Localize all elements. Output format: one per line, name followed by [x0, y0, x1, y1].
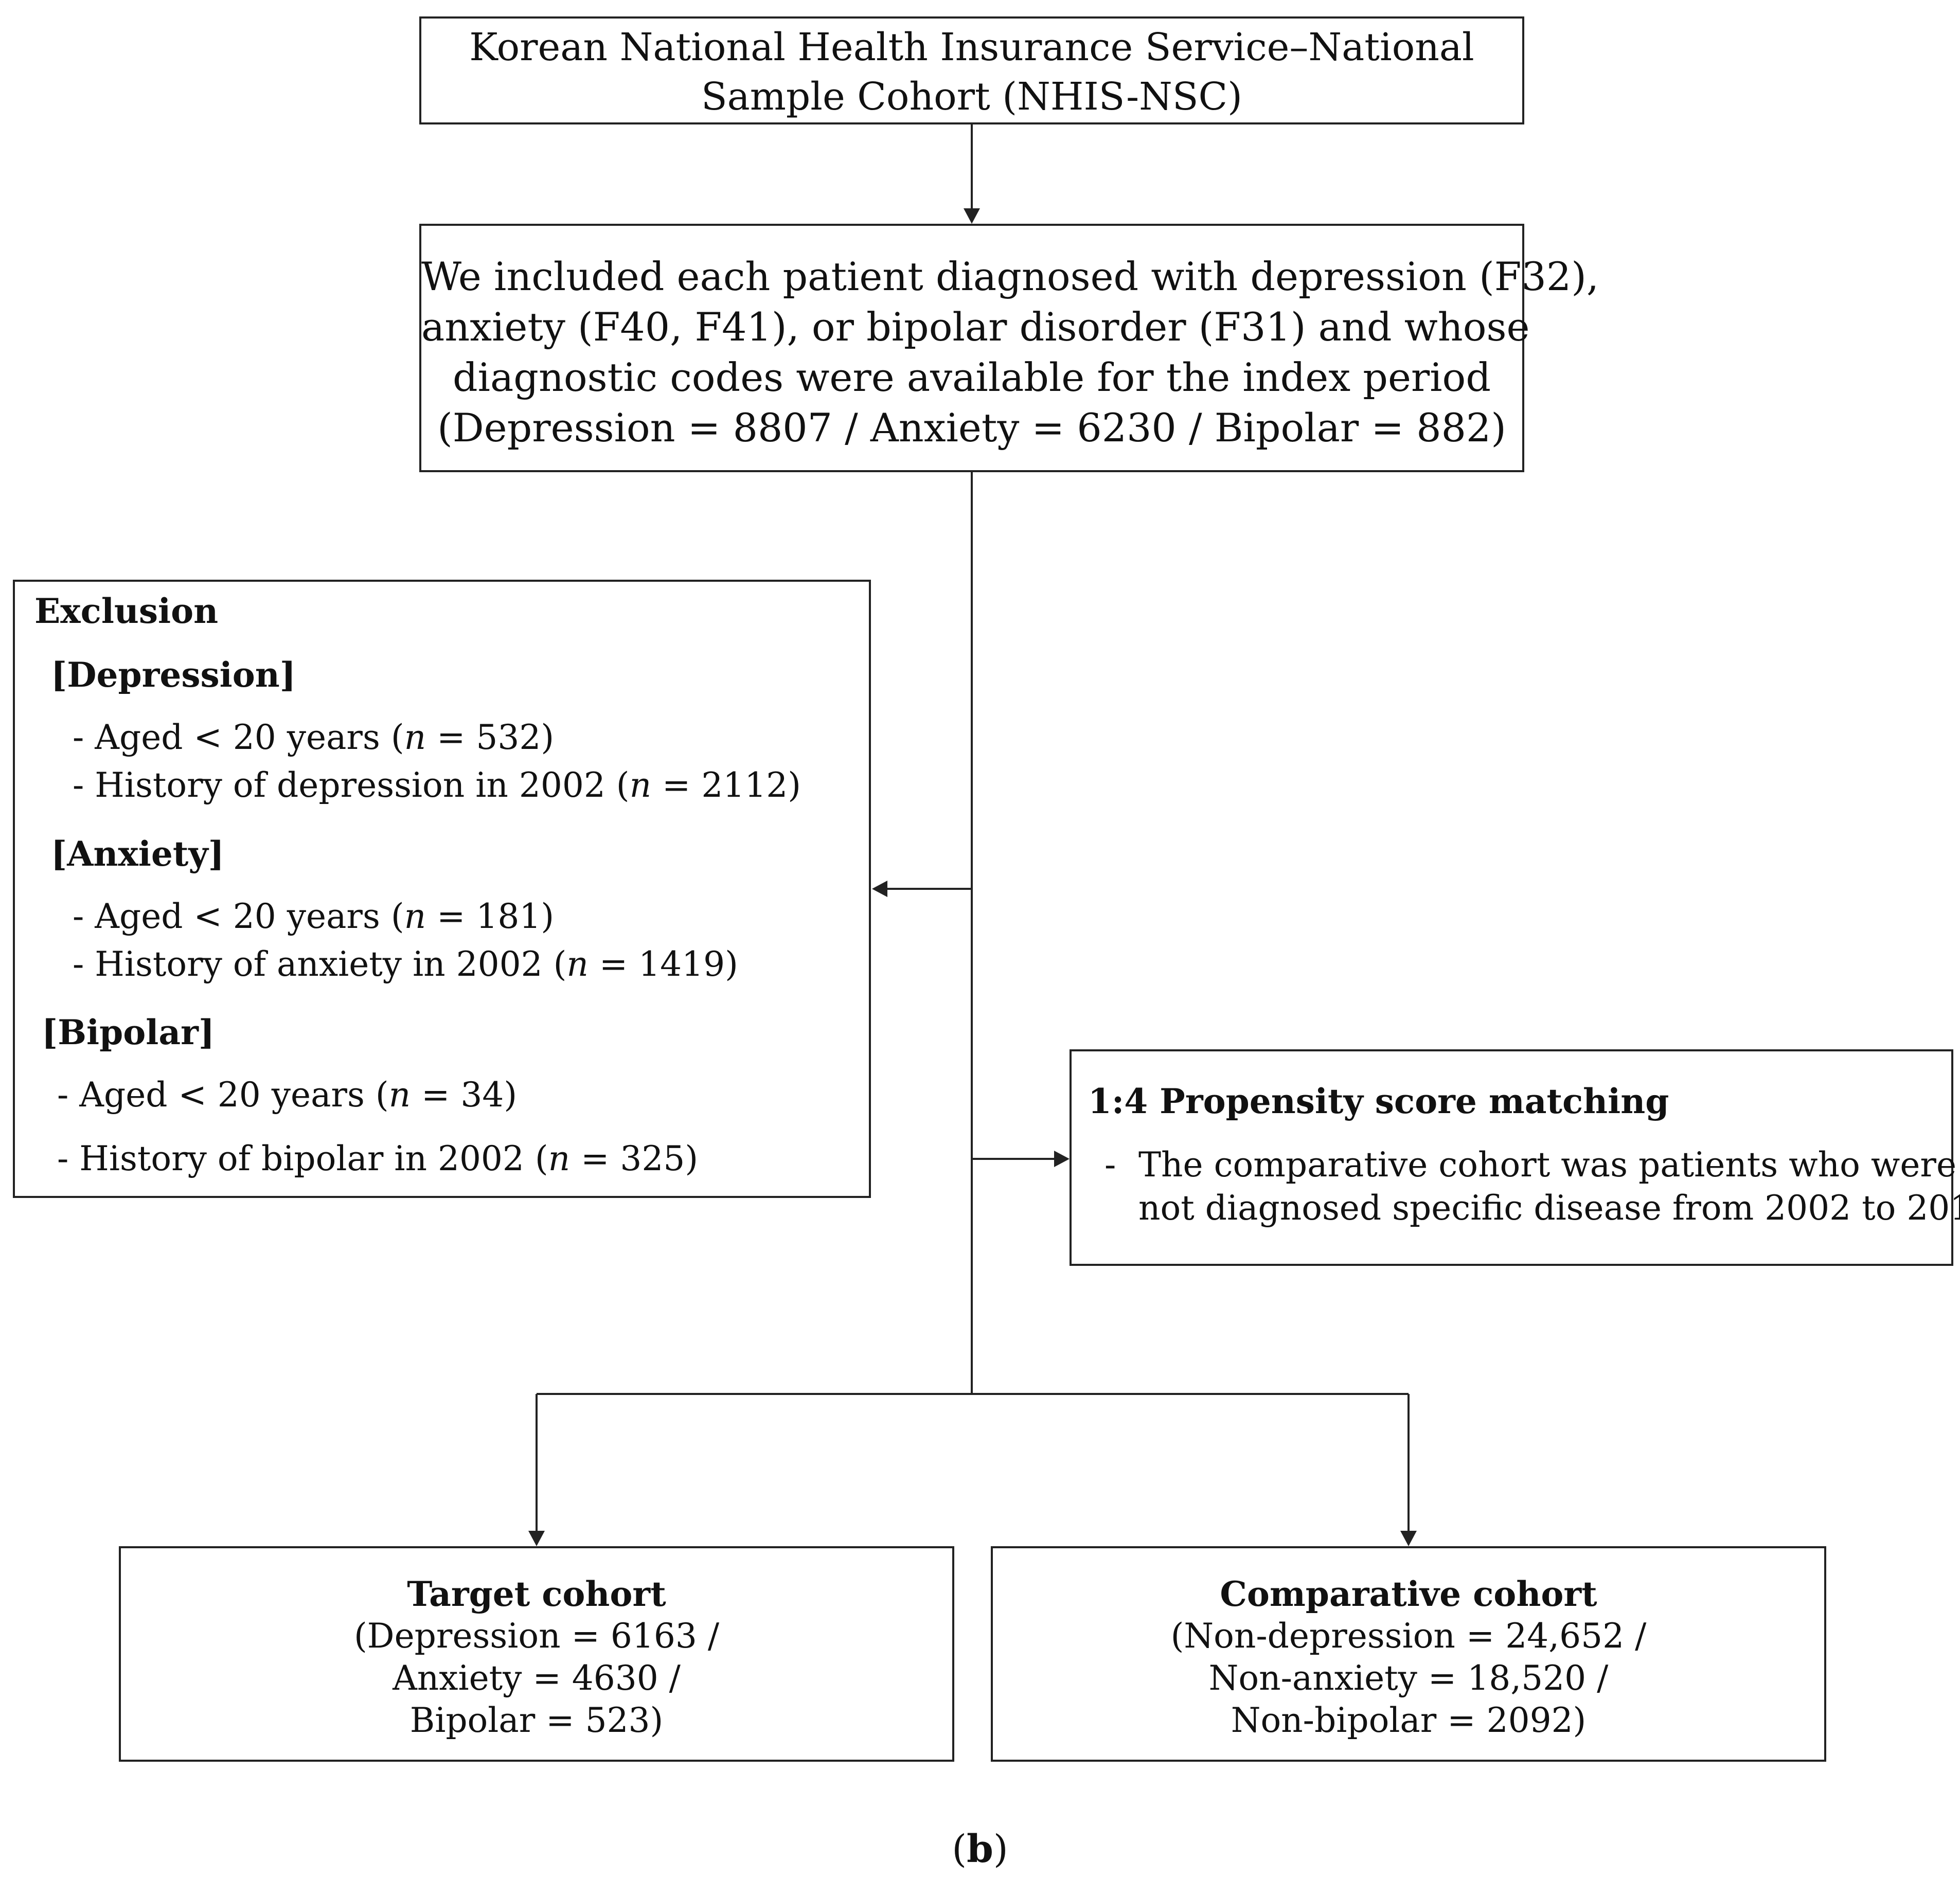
target-cohort-box: Target cohort (Depression = 6163 / Anxie…: [119, 1546, 954, 1762]
exclusion-bipolar-header: [Bipolar]: [42, 1012, 215, 1052]
panel-label: (b): [952, 1827, 1008, 1871]
inclusion-line-3: diagnostic codes were available for the …: [453, 354, 1491, 400]
inclusion-line-1: We included each patient diagnosed with …: [421, 254, 1599, 299]
exclusion-item: - Aged < 20 years (n = 181): [73, 897, 555, 936]
exclusion-item: - History of bipolar in 2002 (n = 325): [57, 1139, 699, 1178]
matching-line-2: not diagnosed specific disease from 2002…: [1138, 1188, 1960, 1228]
source-line-2: Sample Cohort (NHIS-NSC): [701, 75, 1243, 119]
exclusion-box: Exclusion [Depression] - Aged < 20 years…: [13, 580, 871, 1198]
exclusion-title: Exclusion: [34, 591, 219, 631]
inclusion-line-4: (Depression = 8807 / Anxiety = 6230 / Bi…: [437, 405, 1506, 451]
target-line-3: Bipolar = 523): [409, 1701, 664, 1740]
comparative-cohort-box: Comparative cohort (Non-depression = 24,…: [991, 1546, 1826, 1762]
exclusion-item: - Aged < 20 years (n = 532): [73, 718, 555, 757]
comparative-title: Comparative cohort: [1220, 1574, 1597, 1614]
comparative-line-2: Non-anxiety = 18,520 /: [1208, 1658, 1609, 1698]
exclusion-item: - History of depression in 2002 (n = 211…: [73, 765, 801, 805]
comparative-line-1: (Non-depression = 24,652 /: [1170, 1616, 1647, 1656]
inclusion-criteria-box: We included each patient diagnosed with …: [419, 224, 1599, 472]
exclusion-anxiety-header: [Anxiety]: [51, 834, 224, 874]
source-line-1: Korean National Health Insurance Service…: [469, 25, 1474, 69]
propensity-matching-box: 1:4 Propensity score matching - The comp…: [1070, 1049, 1960, 1266]
target-line-2: Anxiety = 4630 /: [393, 1658, 681, 1698]
matching-line-1: The comparative cohort was patients who …: [1138, 1145, 1957, 1185]
comparative-line-3: Non-bipolar = 2092): [1231, 1701, 1587, 1740]
target-title: Target cohort: [407, 1574, 666, 1614]
source-cohort-box: Korean National Health Insurance Service…: [419, 16, 1524, 124]
exclusion-item: - History of anxiety in 2002 (n = 1419): [73, 944, 738, 984]
exclusion-item: - Aged < 20 years (n = 34): [57, 1075, 518, 1115]
inclusion-line-2: anxiety (F40, F41), or bipolar disorder …: [421, 304, 1530, 350]
target-line-1: (Depression = 6163 /: [353, 1616, 720, 1656]
exclusion-depression-header: [Depression]: [51, 655, 296, 695]
matching-bullet: -: [1104, 1145, 1116, 1185]
matching-title: 1:4 Propensity score matching: [1088, 1081, 1669, 1121]
